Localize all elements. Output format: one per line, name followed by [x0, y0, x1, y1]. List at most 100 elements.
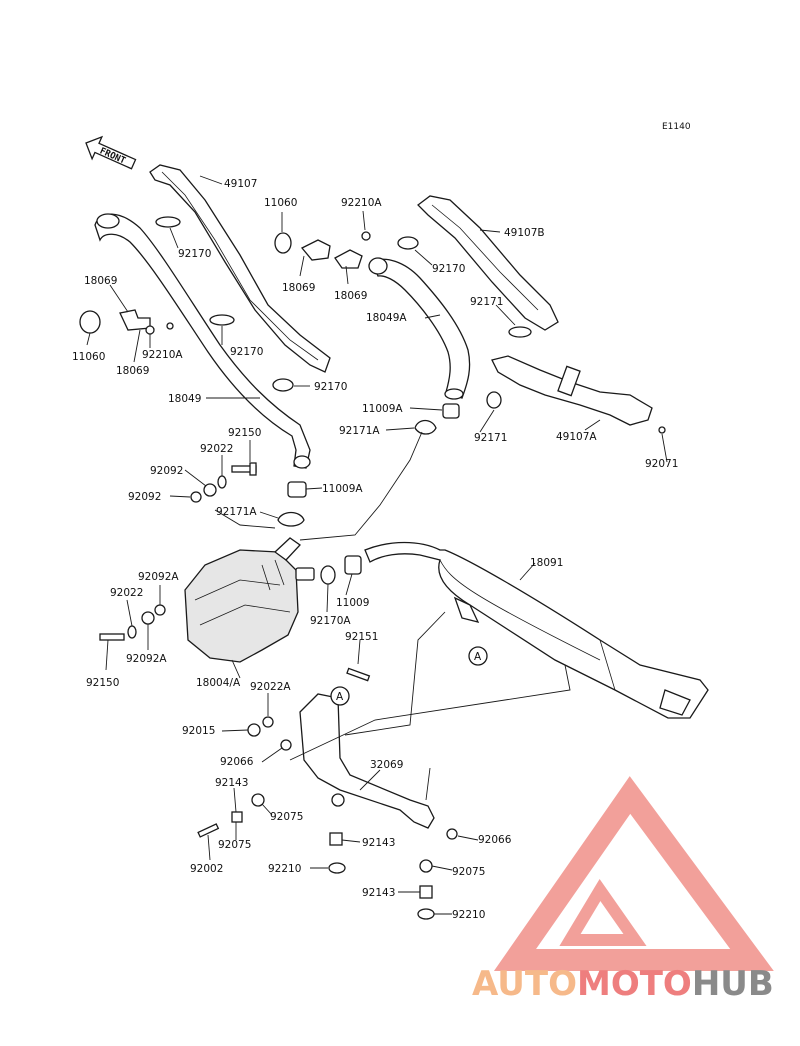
- ref-marker-A-right: [468, 646, 488, 666]
- chamber-18004A: [184, 549, 299, 663]
- label-18049: 18049: [168, 393, 201, 405]
- exhaust-pipe-18049: [94, 213, 311, 469]
- label-92092A-b: 92092A: [126, 653, 167, 665]
- label-92170-a: 92170: [178, 248, 211, 260]
- label-92092-a: 92092: [150, 465, 183, 477]
- svg-text:AUTOMOTOHUB: AUTOMOTOHUB: [472, 964, 774, 1004]
- nut-92066-left: [280, 739, 292, 751]
- gasket-11009-mid: [344, 555, 362, 575]
- label-92150-a: 92150: [228, 427, 261, 439]
- nut-92092-upper: [203, 483, 217, 497]
- clamp-92170-b: [209, 314, 235, 326]
- bracket-32069: [299, 693, 435, 829]
- label-92171A-a: 92171A: [339, 425, 380, 437]
- label-92171-a: 92171: [470, 296, 503, 308]
- heat-shield-49107B: [417, 195, 559, 331]
- nut-92066-right: [446, 828, 458, 840]
- label-18049A: 18049A: [366, 312, 407, 324]
- label-32069: 32069: [370, 759, 403, 771]
- collar-92143-right: [419, 885, 433, 899]
- clamp-92171A-lower: [277, 511, 305, 527]
- nut-92092A-upper: [154, 604, 166, 616]
- label-92022-a: 92022: [200, 443, 233, 455]
- label-18069-a: 18069: [84, 275, 117, 287]
- diagram-code: E1140: [662, 122, 691, 132]
- label-92075-c: 92075: [452, 866, 485, 878]
- label-92143-b: 92143: [362, 837, 395, 849]
- nut-92210-mid: [328, 862, 346, 874]
- label-92143-a: 92143: [215, 777, 248, 789]
- holder-18069-right: [334, 249, 363, 269]
- label-11009A-a: 11009A: [362, 403, 403, 415]
- label-92150-b: 92150: [86, 677, 119, 689]
- label-92210A-b: 92210A: [142, 349, 183, 361]
- label-11009: 11009: [336, 597, 369, 609]
- label-92171A-b: 92171A: [216, 506, 257, 518]
- label-92210-b: 92210: [452, 909, 485, 921]
- label-18069-d: 18069: [116, 365, 149, 377]
- clamp-92171-a: [508, 326, 532, 338]
- bolt-92002: [197, 823, 220, 838]
- nut-92092A-lower: [141, 611, 155, 625]
- washer-92022-upper: [217, 475, 227, 489]
- label-92066-b: 92066: [478, 834, 512, 846]
- label-92170-b: 92170: [432, 263, 465, 275]
- grommet-92075-left: [251, 793, 265, 807]
- clamp-92171-b: [486, 391, 502, 409]
- label-92022A: 92022A: [250, 681, 291, 693]
- label-49107B: 49107B: [504, 227, 545, 239]
- nut-92210-right: [417, 908, 435, 920]
- label-92075-a: 92075: [270, 811, 303, 823]
- nut-92092-lower: [190, 491, 202, 503]
- label-18091: 18091: [530, 557, 563, 569]
- label-92210: 92210: [268, 863, 301, 875]
- label-11060-a: 11060: [264, 197, 297, 209]
- clamp-92171A-upper: [414, 419, 437, 435]
- bolt-92150-lower: [99, 633, 125, 641]
- muffler-18091: [364, 541, 709, 719]
- pipe-flange-left: [96, 213, 120, 229]
- label-92170-c: 92170: [230, 346, 263, 358]
- nut-92210A-left: [145, 325, 155, 335]
- label-92210A-a: 92210A: [341, 197, 382, 209]
- holder-18069-left: [119, 309, 151, 331]
- gasket-11009A-lower: [287, 481, 307, 498]
- pipe-flange-right: [368, 257, 388, 275]
- label-18069-c: 18069: [334, 290, 367, 302]
- label-92092A-a: 92092A: [138, 571, 179, 583]
- nut-92210A-top: [361, 231, 371, 241]
- washer-92022-lower: [127, 625, 137, 639]
- heat-shield-49107: [149, 164, 331, 373]
- svg-text:A: A: [474, 651, 482, 663]
- holder-18069-mid: [300, 239, 331, 261]
- label-92022-b: 92022: [110, 587, 143, 599]
- bolt-92151: [346, 667, 371, 682]
- collar-92143-mid: [329, 832, 343, 846]
- collar-92143-left: [231, 811, 243, 823]
- label-92066-a: 92066: [220, 756, 254, 768]
- muffler-bracket-A: [453, 596, 480, 623]
- watermark-moto: MOTO: [577, 964, 692, 1004]
- label-18004A: 18004/A: [196, 677, 241, 689]
- washer-92022A: [262, 716, 274, 728]
- nut-92015: [247, 723, 261, 737]
- exhaust-pipe-18049A: [371, 258, 471, 399]
- leader-lines: [86, 175, 668, 915]
- gasket-11060-right: [274, 232, 292, 254]
- label-92015: 92015: [182, 725, 215, 737]
- label-92075-b: 92075: [218, 839, 251, 851]
- gasket-11060-left: [79, 310, 101, 334]
- label-92151: 92151: [345, 631, 378, 643]
- clamp-92170-c: [272, 378, 294, 392]
- grommet-92075-right: [419, 859, 433, 873]
- label-18069-b: 18069: [282, 282, 315, 294]
- label-92170-d: 92170: [314, 381, 347, 393]
- clamp-92170-d: [397, 236, 419, 250]
- gasket-11009A-upper: [442, 403, 460, 419]
- label-92143-c: 92143: [362, 887, 395, 899]
- clamp-92170A: [320, 565, 336, 585]
- label-92092-b: 92092: [128, 491, 161, 503]
- label-49107: 49107: [224, 178, 257, 190]
- label-92170A: 92170A: [310, 615, 351, 627]
